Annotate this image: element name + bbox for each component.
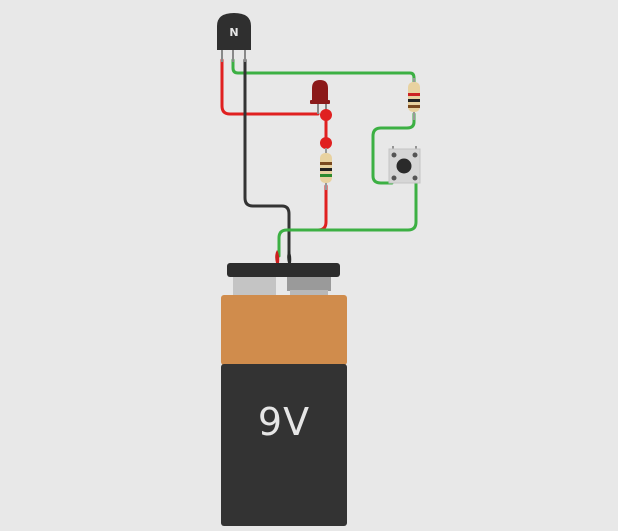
battery-label: 9V (257, 400, 311, 444)
battery-terminal-positive (233, 276, 276, 296)
wire-black-ground[interactable] (243, 58, 291, 260)
battery-terminal-negative (287, 276, 331, 291)
battery-body (221, 364, 347, 526)
wire-red-led[interactable] (220, 58, 320, 116)
battery-9v[interactable] (221, 263, 347, 526)
button-cap[interactable] (396, 158, 412, 174)
wire-green-battery[interactable] (277, 180, 418, 258)
resistor-led[interactable] (320, 148, 332, 190)
transistor-body (217, 13, 251, 50)
battery-clips (275, 250, 292, 263)
battery-top (221, 295, 347, 365)
wire-red-resistor[interactable] (316, 184, 328, 232)
battery-cap (227, 263, 340, 277)
push-button[interactable] (388, 146, 421, 184)
wire-green-base[interactable] (231, 58, 416, 86)
junction-dot (320, 137, 332, 149)
transistor-label: N (229, 26, 239, 39)
wire-green-switch-in[interactable] (371, 112, 416, 185)
npn-transistor[interactable] (217, 13, 251, 62)
junction-dot (320, 109, 332, 121)
wires (220, 58, 418, 260)
resistor-base[interactable] (408, 78, 420, 120)
